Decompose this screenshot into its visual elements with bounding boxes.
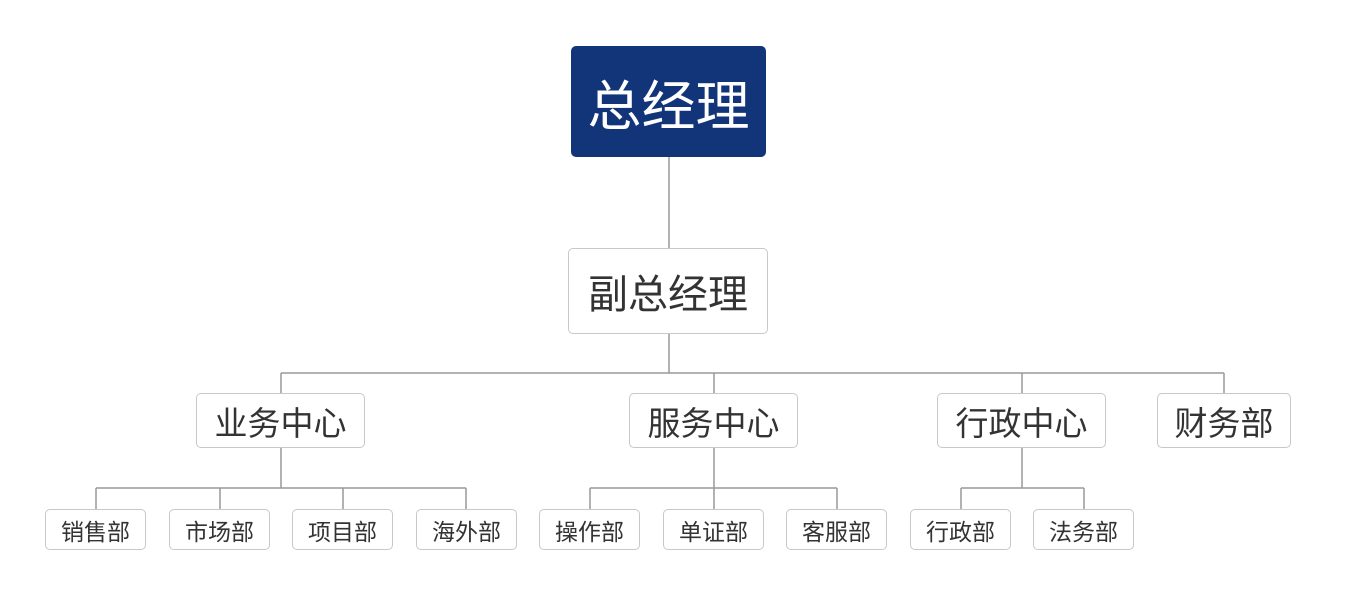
node-operations-dept[interactable]: 操作部 <box>539 509 640 550</box>
node-label: 市场部 <box>185 519 254 546</box>
node-label: 总经理 <box>587 75 750 138</box>
node-label: 行政中心 <box>955 403 1088 443</box>
node-label: 服务中心 <box>647 403 780 443</box>
node-project-dept[interactable]: 项目部 <box>292 509 393 550</box>
node-label: 操作部 <box>555 519 624 546</box>
node-label: 项目部 <box>308 519 377 546</box>
node-label: 财务部 <box>1174 403 1274 443</box>
node-administration-dept[interactable]: 行政部 <box>910 509 1011 550</box>
node-service-center[interactable]: 服务中心 <box>629 393 798 448</box>
node-general-manager[interactable]: 总经理 <box>571 46 766 157</box>
node-sales-dept[interactable]: 销售部 <box>45 509 146 550</box>
node-deputy-general-manager[interactable]: 副总经理 <box>568 248 768 334</box>
node-admin-center[interactable]: 行政中心 <box>937 393 1106 448</box>
node-finance-dept[interactable]: 财务部 <box>1157 393 1291 448</box>
node-marketing-dept[interactable]: 市场部 <box>169 509 270 550</box>
node-label: 行政部 <box>926 519 995 546</box>
node-label: 海外部 <box>432 519 501 546</box>
node-label: 副总经理 <box>588 272 748 318</box>
node-label: 单证部 <box>679 519 748 546</box>
node-overseas-dept[interactable]: 海外部 <box>416 509 517 550</box>
node-label: 销售部 <box>61 519 130 546</box>
node-legal-dept[interactable]: 法务部 <box>1033 509 1134 550</box>
node-customer-service-dept[interactable]: 客服部 <box>786 509 887 550</box>
node-label: 业务中心 <box>214 403 347 443</box>
node-label: 客服部 <box>802 519 871 546</box>
node-documentation-dept[interactable]: 单证部 <box>663 509 764 550</box>
node-label: 法务部 <box>1049 519 1118 546</box>
node-business-center[interactable]: 业务中心 <box>196 393 365 448</box>
